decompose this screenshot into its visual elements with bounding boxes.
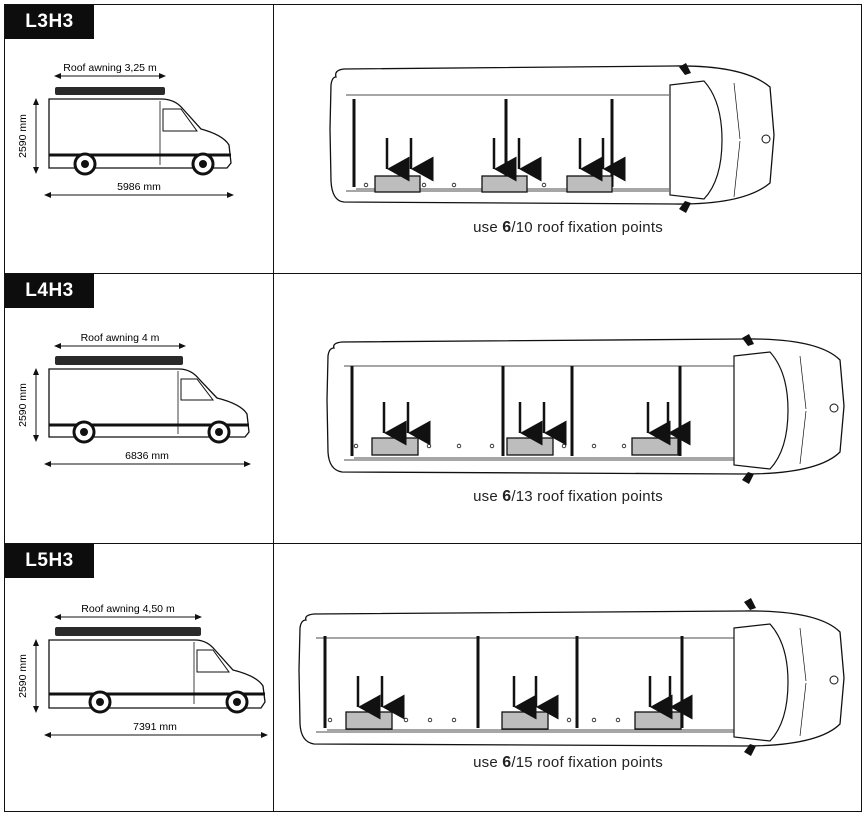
fixation-arrows <box>356 676 693 720</box>
mounting-bracket <box>481 175 528 193</box>
van-side-view: Roof awning 3,25 m 2590 mm 5986 mm <box>17 62 234 198</box>
fixation-arrows <box>385 138 626 182</box>
van-roof-outline <box>329 65 775 205</box>
height-text: 2590 mm <box>17 383 29 427</box>
van-side-view: Roof awning 4 m 2590 mm 6836 mm <box>17 332 251 467</box>
van-body <box>48 98 232 169</box>
side-view-cell: L5H3 Roof awning 4,50 m 2590 mm <box>4 544 274 812</box>
right-mirror <box>744 744 756 756</box>
variant-label: L5H3 <box>5 544 94 578</box>
length-text: 7391 mm <box>133 721 177 733</box>
right-mirror <box>679 201 691 213</box>
awning-length-text: Roof awning 4 m <box>81 332 160 344</box>
side-view-cell: L3H3 Roof awning 3,25 m <box>4 4 274 274</box>
van-top-view <box>326 334 845 484</box>
fixation-points <box>353 443 627 449</box>
windscreen <box>733 351 789 470</box>
mounting-bracket <box>374 175 421 193</box>
mounting-bracket <box>506 437 554 456</box>
brand-logo <box>829 675 839 685</box>
right-mirror <box>742 472 754 484</box>
roof-awning <box>55 356 183 365</box>
mounting-bracket <box>371 437 419 456</box>
fixation-caption: use 6/10 roof fixation points <box>473 219 663 236</box>
length-text: 6836 mm <box>125 450 169 462</box>
roof-awning <box>55 87 165 95</box>
brand-logo <box>761 134 771 144</box>
variant-label: L3H3 <box>5 5 94 39</box>
fixation-caption: use 6/13 roof fixation points <box>473 488 663 505</box>
top-view-cell: use 6/13 roof fixation points <box>274 274 862 544</box>
brand-logo <box>829 403 839 413</box>
side-view-cell: L4H3 Roof awning 4 m 2590 mm 683 <box>4 274 274 544</box>
windscreen <box>733 623 789 742</box>
van-top-view <box>329 63 775 213</box>
van-window <box>162 108 198 132</box>
top-view-cell: use 6/15 roof fixation points <box>274 544 862 812</box>
fixation-caption: use 6/15 roof fixation points <box>473 754 663 771</box>
roof-awning <box>55 627 201 636</box>
mounting-bracket <box>345 711 393 730</box>
height-text: 2590 mm <box>17 114 29 158</box>
top-view-cell: use 6/10 roof fixation points <box>274 4 862 274</box>
variant-label: L4H3 <box>5 274 94 308</box>
awning-fitment-table: L3H3 Roof awning 3,25 m <box>4 4 862 812</box>
variant-row-l5h3: L5H3 Roof awning 4,50 m 2590 mm <box>4 544 862 812</box>
awning-length-text: Roof awning 4,50 m <box>81 603 175 615</box>
left-mirror <box>679 63 691 75</box>
left-mirror <box>744 598 756 610</box>
van-body <box>48 368 250 438</box>
length-text: 5986 mm <box>117 181 161 193</box>
van-top-view <box>298 598 845 756</box>
variant-row-l4h3: L4H3 Roof awning 4 m 2590 mm 683 <box>4 274 862 544</box>
van-roof-outline <box>298 610 845 747</box>
fixation-points <box>363 182 547 188</box>
mounting-bracket <box>631 437 679 456</box>
van-side-view: Roof awning 4,50 m 2590 mm 7391 mm <box>17 603 268 738</box>
van-window <box>180 378 215 401</box>
used-points-count: 6 <box>502 754 512 771</box>
van-roof-outline <box>326 338 845 475</box>
variant-row-l3h3: L3H3 Roof awning 3,25 m <box>4 4 862 274</box>
used-points-count: 6 <box>502 219 512 236</box>
mounting-bracket <box>634 711 682 730</box>
awning-length-text: Roof awning 3,25 m <box>63 62 157 74</box>
fixation-arrows <box>382 402 691 446</box>
mounting-bracket <box>566 175 613 193</box>
used-points-count: 6 <box>502 488 512 505</box>
left-mirror <box>742 334 754 346</box>
van-window <box>196 649 230 673</box>
height-text: 2590 mm <box>17 654 29 698</box>
mounting-bracket <box>501 711 549 730</box>
windscreen <box>669 80 723 200</box>
